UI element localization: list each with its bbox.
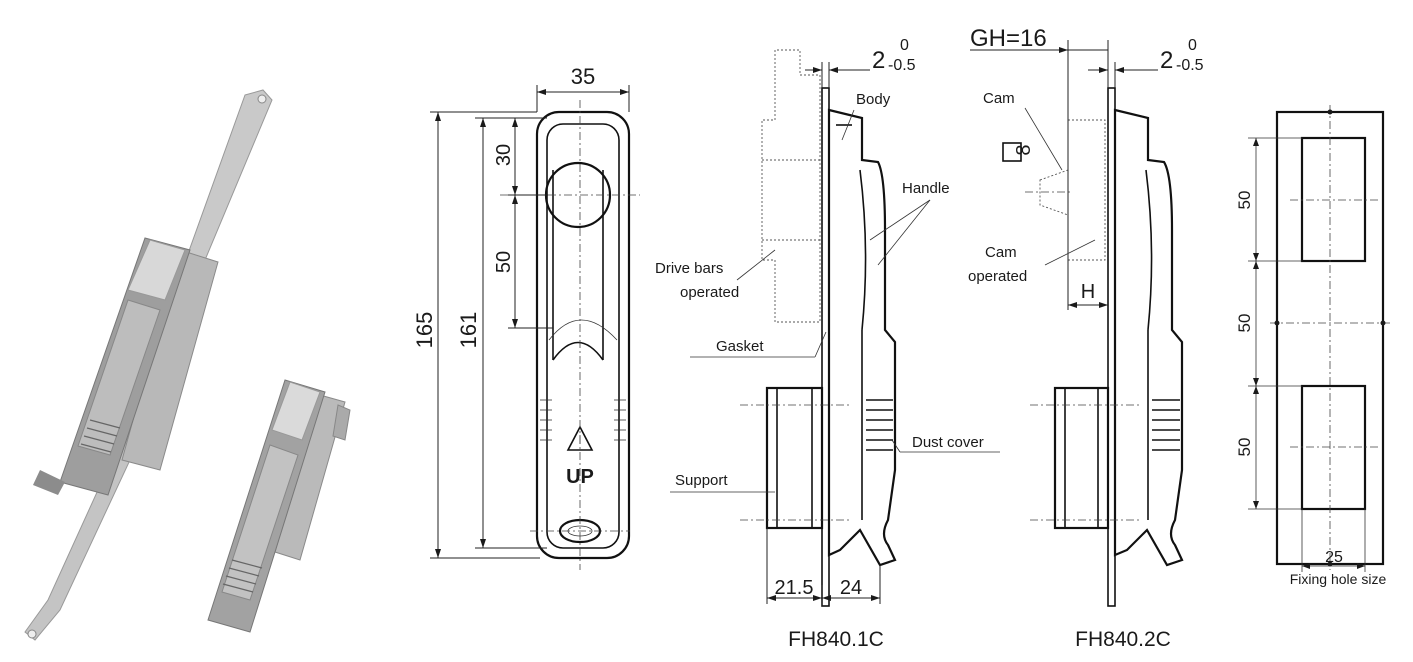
support-outline-2c [1053, 386, 1110, 530]
dim-top-offset: 30 [493, 144, 515, 166]
cutout-spacing-1: 50 [1235, 191, 1254, 210]
body-outline-2c [1113, 108, 1184, 567]
thickness-upper-1c: 0 [900, 37, 909, 54]
thickness-value-1c: 2 [872, 47, 885, 74]
latch-3d-render-short [207, 379, 351, 633]
label-dust-cover: Dust cover [912, 434, 984, 451]
model-label-1c: FH840.1C [788, 628, 884, 651]
dim-handle-span: 50 [493, 251, 515, 273]
gh-label: GH=16 [970, 25, 1047, 52]
label-handle: Handle [902, 180, 950, 197]
label-gasket: Gasket [716, 338, 764, 355]
dim-body-depth: 24 [840, 577, 862, 599]
thickness-lower-1c: -0.5 [888, 57, 916, 74]
dim-inner-height: 161 [456, 312, 481, 349]
thickness-value-2c: 2 [1160, 47, 1173, 74]
up-label: UP [566, 466, 594, 488]
fixing-hole-cutout: 50 50 50 25 Fixing hole size [1235, 105, 1390, 587]
label-support: Support [675, 472, 728, 489]
dim-total-height: 165 [412, 312, 437, 349]
up-triangle-icon [566, 425, 594, 451]
cutout-caption: Fixing hole size [1290, 571, 1387, 587]
latch-3d-render-long [24, 89, 273, 641]
body-outline [827, 108, 897, 567]
side-view-1c: 2 0 -0.5 Body Handle Drive bars operated… [655, 37, 1000, 651]
square-size: 8 [1013, 144, 1035, 155]
dim-h: H [1081, 281, 1095, 303]
label-cam: Cam [983, 90, 1015, 107]
cutout-spacing-2: 50 [1235, 314, 1254, 333]
front-outline [535, 110, 631, 560]
label-cam-operated-line2: operated [968, 268, 1027, 285]
cutout-upper-hole [1300, 136, 1367, 263]
dim-support-depth: 21.5 [775, 577, 814, 599]
square-symbol-icon [1002, 142, 1022, 162]
model-label-2c: FH840.2C [1075, 628, 1171, 651]
front-view: UP 35 165 161 30 [412, 64, 640, 570]
thickness-upper-2c: 0 [1188, 37, 1197, 54]
cutout-spacing-3: 50 [1235, 438, 1254, 457]
cutout-lower-hole [1300, 384, 1367, 511]
dim-width: 35 [571, 64, 595, 89]
cutout-width: 25 [1325, 549, 1343, 566]
label-drive-bars: Drive bars [655, 260, 723, 277]
thickness-lower-2c: -0.5 [1176, 57, 1204, 74]
support-outline [765, 386, 824, 530]
label-body: Body [856, 91, 891, 108]
label-cam-operated: Cam [985, 244, 1017, 261]
label-drive-bars-operated: operated [680, 284, 739, 301]
side-view-2c: GH=16 2 0 -0.5 Cam 8 Cam operated H FH84… [968, 25, 1204, 651]
